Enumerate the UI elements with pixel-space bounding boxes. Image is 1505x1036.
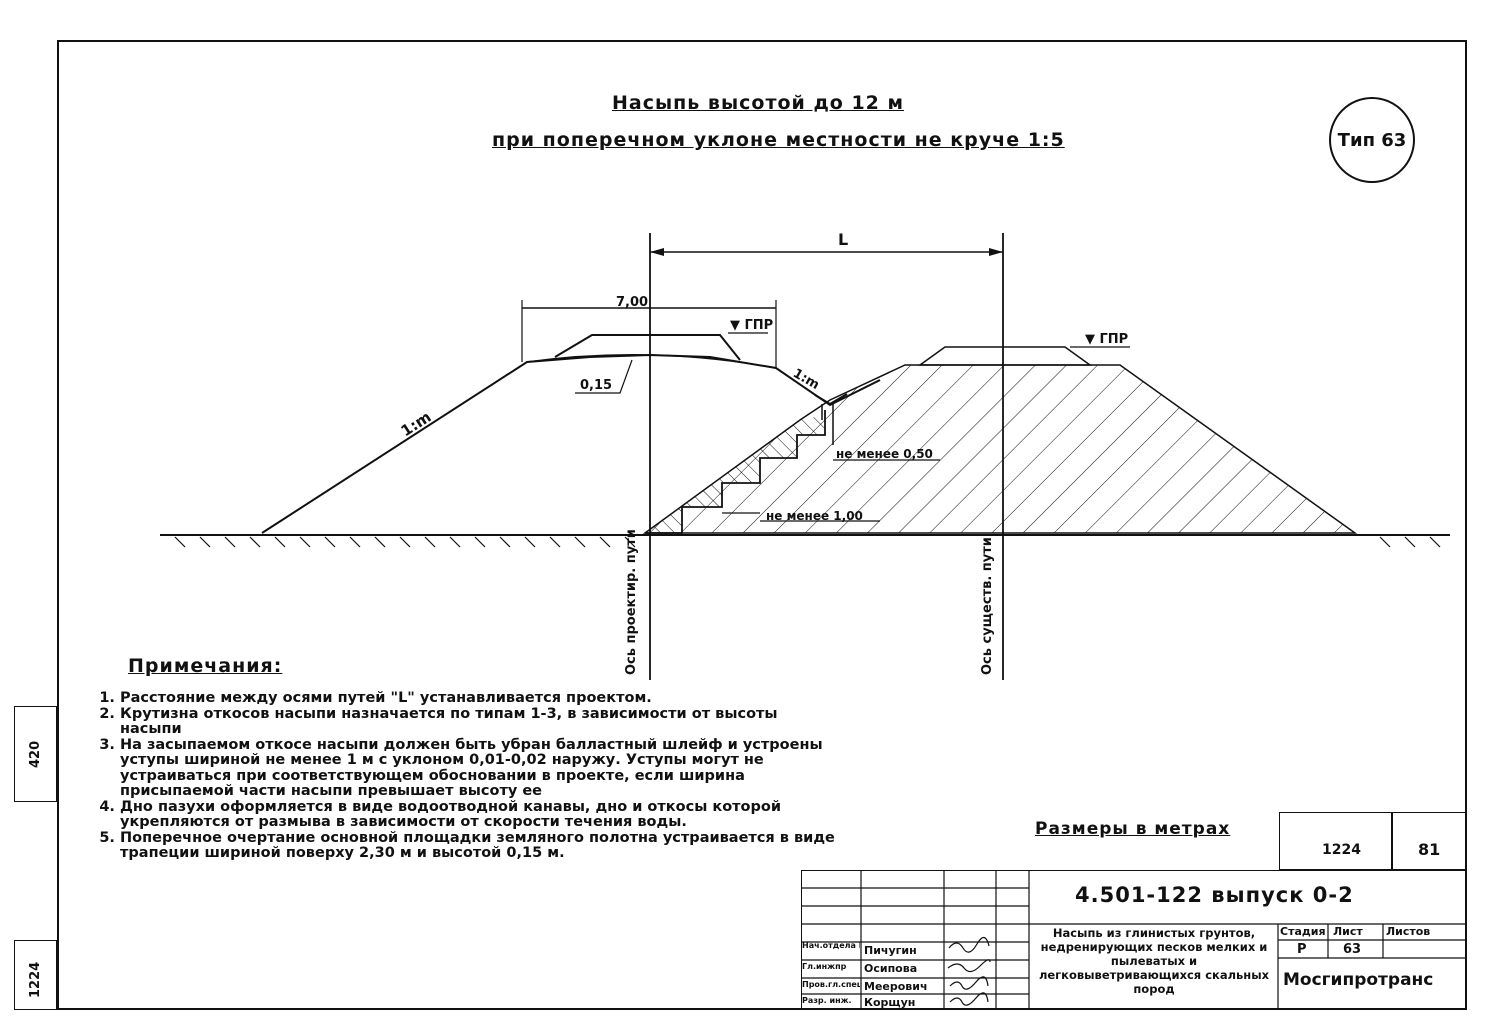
sheets-label: Листов bbox=[1386, 925, 1431, 938]
bench-fill bbox=[645, 415, 825, 533]
level-right-label: ▼ ГПР bbox=[1085, 332, 1129, 347]
stage-value: Р bbox=[1297, 942, 1307, 957]
side-stamp-top-label: 420 bbox=[28, 740, 43, 768]
person-role: Разр. инж. bbox=[802, 996, 852, 1005]
title-line2: при поперечном уклоне местности не круче… bbox=[492, 129, 1065, 151]
person-role: Пров.гл.спец bbox=[802, 980, 860, 989]
title-block-grid bbox=[801, 870, 1467, 1010]
note-item: Крутизна откосов насыпи назначается по т… bbox=[120, 706, 838, 738]
existing-embankment bbox=[642, 364, 1358, 534]
side-stamp-top bbox=[14, 706, 57, 802]
person-name: Пичугин bbox=[864, 944, 917, 957]
person-role: Нач.отдела Гл.спец. bbox=[802, 941, 860, 950]
notes-heading: Примечания: bbox=[128, 655, 283, 677]
bench-min-lower-label: не менее 1,00 bbox=[766, 509, 863, 523]
person-name: Осипова bbox=[864, 962, 918, 975]
ground-hatch bbox=[174, 536, 1441, 548]
signature-marks bbox=[947, 936, 991, 1006]
thickness-label: 0,15 bbox=[580, 378, 613, 393]
notes-list: Расстояние между осями путей "L" устанав… bbox=[88, 690, 838, 862]
type-badge: Тип 63 bbox=[1329, 97, 1415, 183]
doc-description: Насыпь из глинистых грунтов, недренирующ… bbox=[1038, 926, 1270, 996]
doc-code: 4.501-122 выпуск 0-2 bbox=[1075, 883, 1354, 907]
person-name: Меерович bbox=[864, 980, 928, 993]
drawing-frame bbox=[57, 40, 1467, 1010]
note-item: На засыпаемом откосе насыпи должен быть … bbox=[120, 737, 838, 800]
sheet-code: 1224 bbox=[1322, 842, 1361, 858]
side-stamp-bottom-label: 1224 bbox=[28, 961, 43, 998]
title-block-top bbox=[1279, 812, 1467, 870]
dim-width-label: 7,00 bbox=[616, 295, 649, 310]
person-name: Корщун bbox=[864, 996, 916, 1009]
sheet-label: Лист bbox=[1333, 925, 1363, 938]
org-name: Мосгипротранс bbox=[1283, 970, 1434, 990]
sizes-note: Размеры в метрах bbox=[1035, 819, 1231, 839]
stage-label: Стадия bbox=[1280, 925, 1326, 938]
note-item: Поперечное очертание основной площадки з… bbox=[120, 830, 838, 862]
existing-ballast bbox=[917, 346, 1093, 366]
person-role: Гл.инжпр bbox=[802, 962, 847, 971]
note-item: Дно пазухи оформляется в виде водоотводн… bbox=[120, 799, 838, 831]
note-item: Расстояние между осями путей "L" устанав… bbox=[120, 690, 838, 707]
title-line1: Насыпь высотой до 12 м bbox=[612, 92, 905, 114]
level-left-label: ▼ ГПР bbox=[730, 318, 774, 333]
sheet-value: 63 bbox=[1343, 942, 1362, 957]
sheet-number: 81 bbox=[1418, 840, 1441, 859]
side-stamp-bottom bbox=[14, 940, 57, 1010]
axis-design-label: Ось проектир. пути bbox=[624, 529, 639, 675]
dim-L-label: L bbox=[838, 230, 849, 249]
axis-existing-label: Ось существ. пути bbox=[980, 537, 995, 675]
new-ballast bbox=[554, 334, 741, 361]
bench-min-upper-label: не менее 0,50 bbox=[836, 447, 933, 461]
ditch bbox=[814, 393, 848, 406]
